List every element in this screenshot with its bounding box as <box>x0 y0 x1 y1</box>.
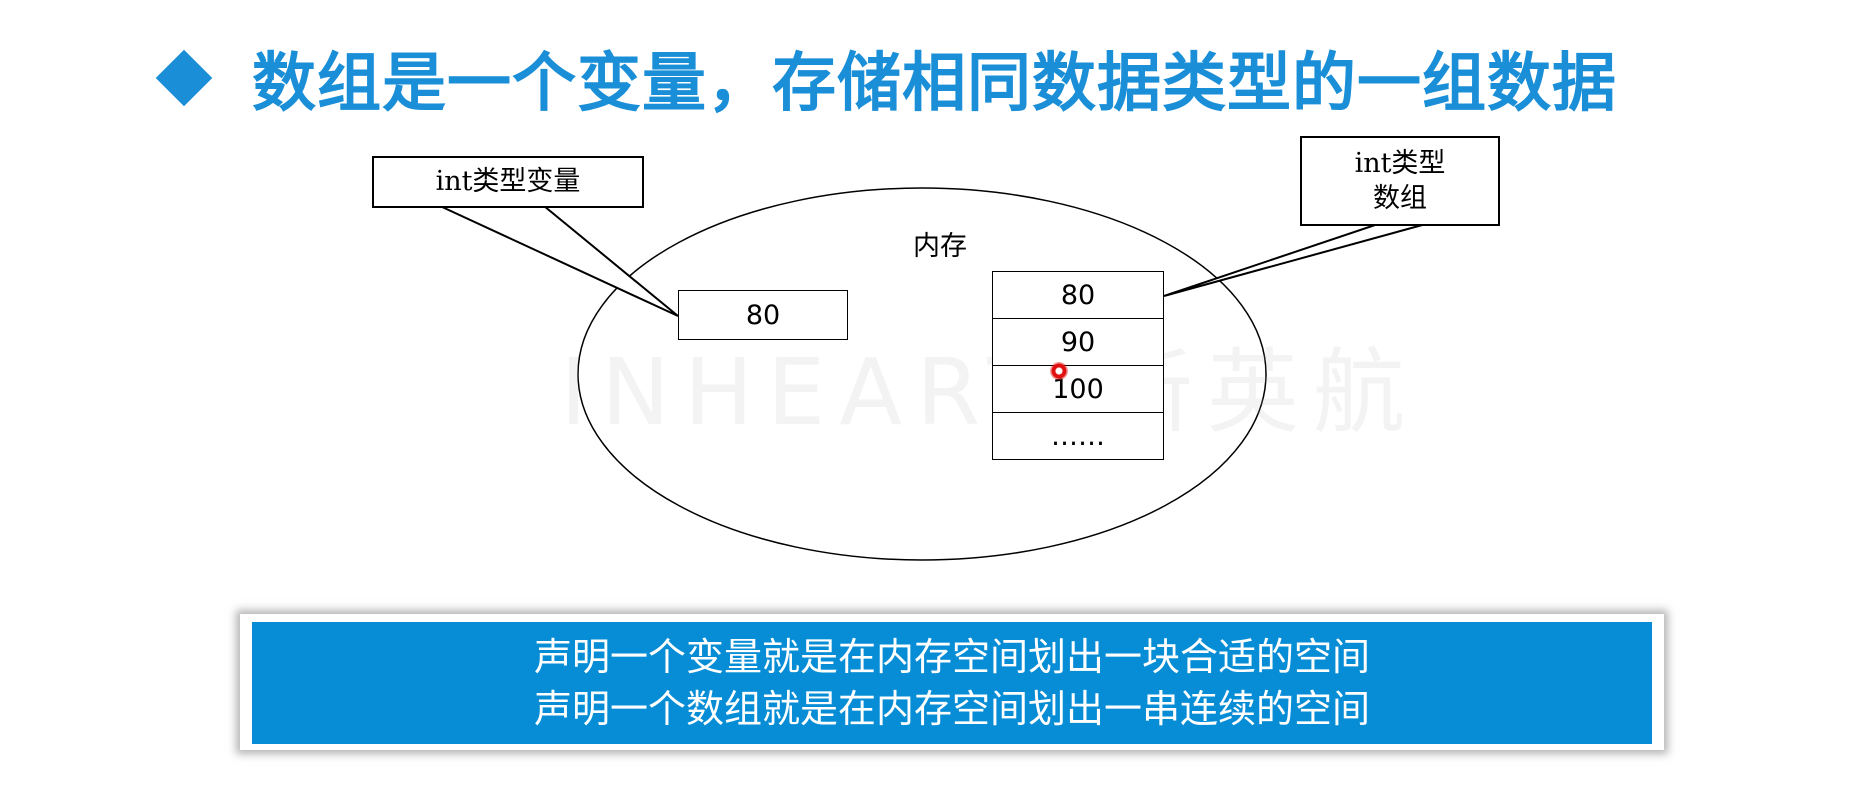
memory-ellipse <box>577 187 1267 561</box>
variable-callout-pointer <box>439 205 679 317</box>
array-cell: 90 <box>992 318 1164 366</box>
variable-callout: int类型变量 <box>372 156 644 208</box>
summary-line-array: 声明一个数组就是在内存空间划出一串连续的空间 <box>533 687 1370 731</box>
summary-line-variable: 声明一个变量就是在内存空间划出一块合适的空间 <box>533 635 1370 679</box>
slide-title: 数组是一个变量，存储相同数据类型的一组数据 <box>150 28 1617 128</box>
variable-cell-value: 80 <box>745 299 781 331</box>
array-cell: 80 <box>992 271 1164 319</box>
array-callout-text-line1: int类型 <box>1354 147 1446 179</box>
slide-title-text: 数组是一个变量，存储相同数据类型的一组数据 <box>252 47 1617 121</box>
array-callout: int类型 数组 <box>1300 136 1500 226</box>
array-callout-pointer <box>1163 223 1427 297</box>
array-cell-value: …… <box>1051 420 1105 452</box>
variable-cell: 80 <box>678 290 848 340</box>
array-cell-value: 90 <box>1060 326 1096 358</box>
array-callout-text-line2: 数组 <box>1373 183 1427 214</box>
pointer-cursor-icon <box>1050 362 1068 380</box>
array-cell-value: 80 <box>1060 279 1096 311</box>
array-cells: 80 90 100 …… <box>992 271 1164 460</box>
array-cell: 100 <box>992 365 1164 413</box>
array-cell-ellipsis: …… <box>992 412 1164 460</box>
summary-banner: 声明一个变量就是在内存空间划出一块合适的空间 声明一个数组就是在内存空间划出一串… <box>252 622 1652 744</box>
variable-callout-text: int类型变量 <box>435 166 581 198</box>
memory-label: 内存 <box>913 231 967 262</box>
